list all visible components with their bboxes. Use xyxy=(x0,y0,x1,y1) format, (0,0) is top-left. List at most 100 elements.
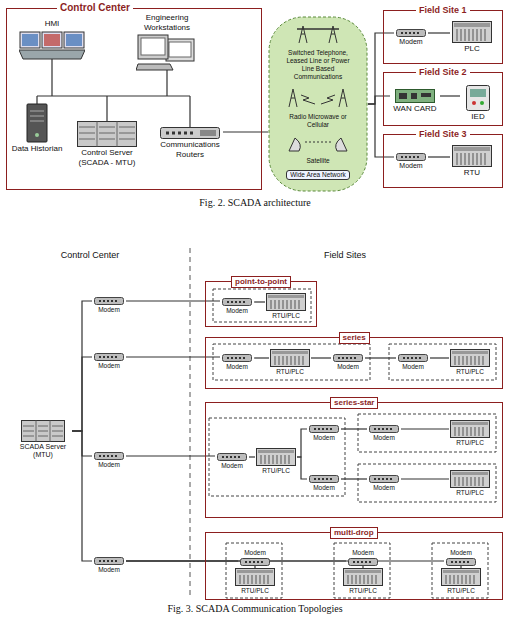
node-label: RTU/PLC xyxy=(272,312,300,320)
connector-line xyxy=(460,566,461,568)
rtu-plc: RTU/PLC xyxy=(342,568,384,595)
node-label: Modem xyxy=(313,484,335,492)
node-label: RTU/PLC xyxy=(276,368,304,376)
modem-icon xyxy=(222,298,252,306)
network-cloud xyxy=(268,16,368,192)
modem: Modem xyxy=(394,153,428,170)
site-box xyxy=(213,289,311,322)
rtu: RTU xyxy=(450,145,494,178)
node-label: Modem xyxy=(373,484,395,492)
node-label: SCADA Server (MTU) xyxy=(14,443,72,459)
node-label: Modem xyxy=(98,306,120,314)
group-heading: Field Site 3 xyxy=(416,128,470,140)
rtu-icon xyxy=(441,568,481,586)
node-label: Modem xyxy=(352,549,374,557)
site-box xyxy=(213,344,370,380)
control-center-box: Control CenterHMIEngineering Workstation… xyxy=(6,8,262,190)
modem: Modem xyxy=(367,425,401,442)
group-heading: series xyxy=(339,332,370,344)
hmi-icon xyxy=(19,30,85,60)
connector-line xyxy=(254,566,255,568)
rtu-plc: RTU/PLC xyxy=(449,349,491,376)
ied: IED xyxy=(460,85,496,122)
connector-line xyxy=(428,156,450,157)
connector-line xyxy=(72,431,92,561)
node-label: RTU/PLC xyxy=(456,439,484,447)
node-label: Modem xyxy=(399,38,422,46)
node-label: Modem xyxy=(399,162,422,170)
node-label: Modem xyxy=(313,434,335,442)
field-site-box: Field Site 2WAN CARDIED xyxy=(383,72,503,126)
topology-box: series-starModemRTU/PLCModemModemModemRT… xyxy=(205,402,503,518)
site-box xyxy=(358,464,496,502)
sat-icon xyxy=(283,134,353,152)
rack-icon xyxy=(77,121,137,147)
connector-line xyxy=(401,478,449,479)
modem: Modem xyxy=(92,297,126,314)
node-label: RTU/PLC xyxy=(456,489,484,497)
control-server: Control Server (SCADA - MTU) xyxy=(69,121,145,168)
region-label: Field Sites xyxy=(290,250,400,261)
rtu-icon xyxy=(256,448,296,466)
node-label: Control Server (SCADA - MTU) xyxy=(69,148,145,168)
modem-icon xyxy=(396,29,426,37)
lan-bus xyxy=(37,56,190,128)
connector-line xyxy=(368,104,394,157)
node-label: Communications Routers xyxy=(157,140,223,160)
rtu-icon xyxy=(450,349,490,367)
node-label: Modem xyxy=(98,362,120,370)
site-box xyxy=(358,414,496,452)
modem: Modem xyxy=(215,453,249,470)
node-label: Data Historian xyxy=(12,144,63,154)
node-label: RTU/PLC xyxy=(456,368,484,376)
modem-icon xyxy=(309,475,339,483)
connector-line xyxy=(341,428,367,429)
rtu-plc: RTU/PLC xyxy=(269,349,311,376)
engineering-workstations: Engineering Workstations xyxy=(125,13,209,72)
node-label: Modem xyxy=(337,363,359,371)
modem-icon xyxy=(309,425,339,433)
rtu-plc: RTU/PLC xyxy=(449,420,491,447)
tower-icon xyxy=(26,103,48,143)
pylon-icon xyxy=(293,24,343,44)
modem-icon xyxy=(333,354,363,362)
data-historian: Data Historian xyxy=(11,103,63,154)
rtu-icon xyxy=(343,568,383,586)
node-label: HMI xyxy=(45,19,60,29)
plc-icon xyxy=(452,145,492,167)
group-heading: point-to-point xyxy=(231,276,291,288)
figure-caption: Fig. 3. SCADA Communication Topologies xyxy=(0,603,510,615)
connector-line xyxy=(341,478,367,479)
rtu-plc: RTU/PLC xyxy=(265,293,307,320)
modem: Modem xyxy=(396,354,430,371)
modem-icon xyxy=(396,153,426,161)
communications-routers: Communications Routers xyxy=(157,125,223,160)
connector-line xyxy=(365,357,396,358)
connector-line xyxy=(72,357,92,431)
site-box xyxy=(432,543,488,598)
connector-line xyxy=(254,357,269,358)
node-label: Switched Telephone, Leased Line or Power… xyxy=(280,49,356,81)
connector-line xyxy=(368,96,390,104)
topology-box: seriesModemRTU/PLCModemModemRTU/PLC xyxy=(205,337,503,389)
modem-icon xyxy=(398,354,428,362)
modem: Modem xyxy=(307,475,341,492)
node-label: RTU/PLC xyxy=(349,587,377,595)
connector-line xyxy=(368,33,394,104)
ied-icon xyxy=(466,85,490,111)
connector-line xyxy=(401,428,449,429)
node-label: Modem xyxy=(98,566,120,574)
site-box xyxy=(226,543,282,598)
group-heading: Field Site 2 xyxy=(416,66,470,78)
rtu-plc: RTU/PLC xyxy=(255,448,297,475)
site-box xyxy=(389,344,496,380)
node-label: Wide Area Network xyxy=(286,170,350,180)
connector-line xyxy=(297,429,307,457)
modem: Modem xyxy=(394,29,428,46)
rtu-plc: RTU/PLC xyxy=(234,568,276,595)
modem-icon xyxy=(94,353,124,361)
site-box xyxy=(209,418,345,496)
connector-line xyxy=(126,560,444,561)
wancard-icon xyxy=(395,89,435,103)
